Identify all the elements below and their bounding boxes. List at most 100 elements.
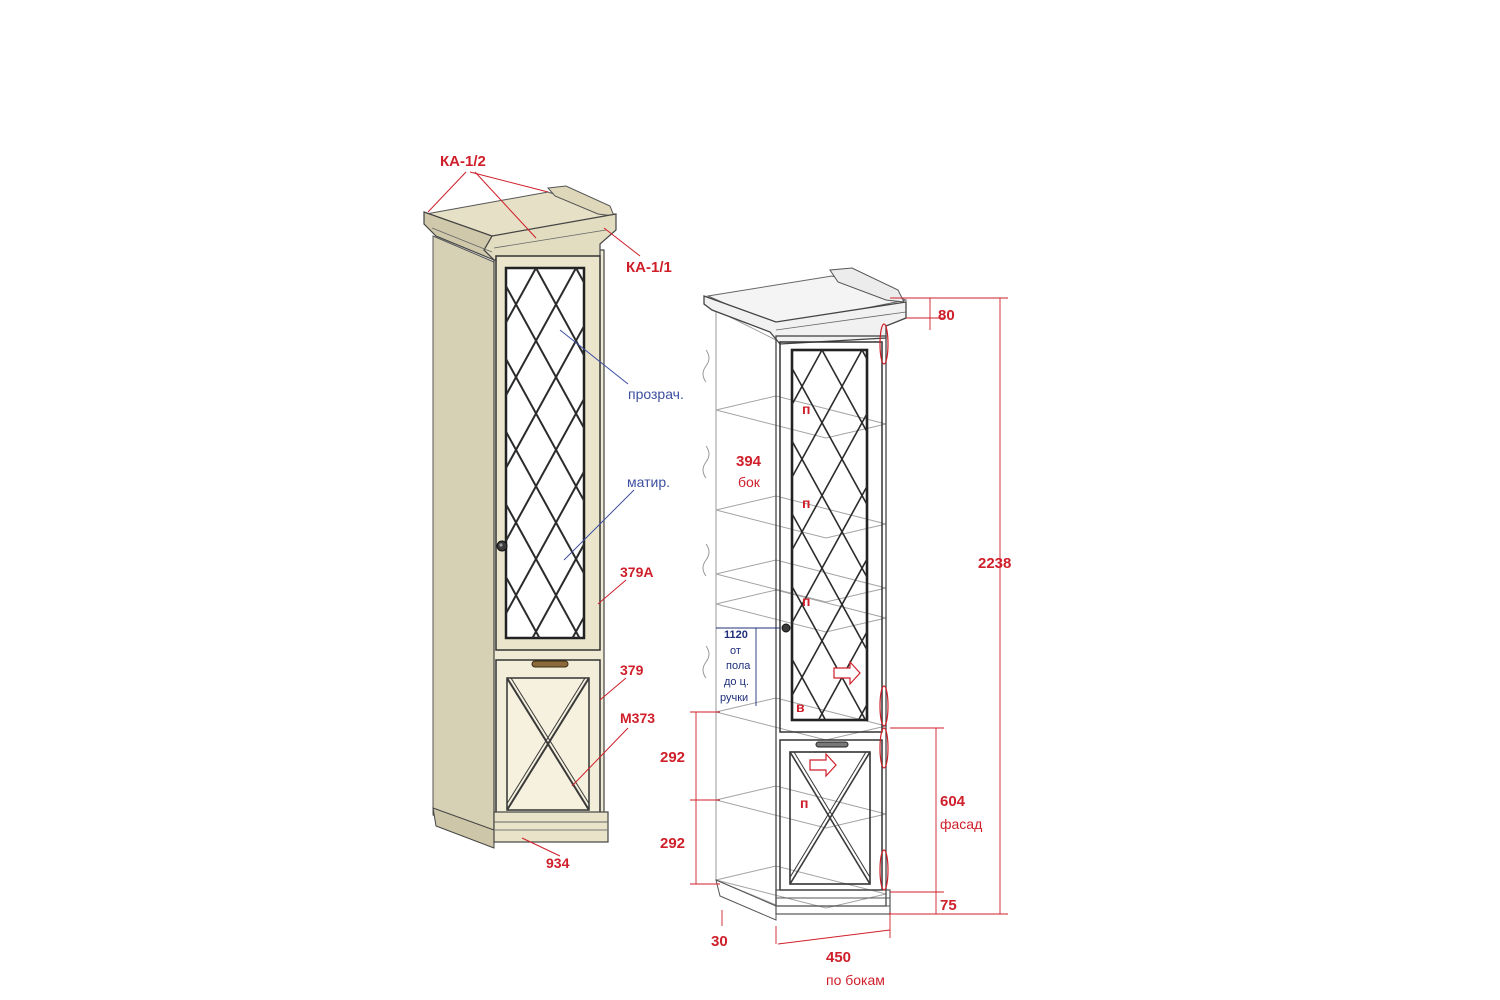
lattice-bar	[1102, 350, 1306, 720]
note-matte-glass: матир.	[627, 474, 670, 490]
x-overlay-wire	[790, 752, 870, 884]
diamond-lattice	[0, 268, 1140, 638]
left-cabinet-view	[0, 185, 1140, 849]
handle-note-line-3: до ц.	[724, 676, 749, 688]
dim-total-height: 2238	[978, 555, 1011, 572]
dim-width-note: по бокам	[826, 972, 885, 988]
dim-plinth-height: 75	[940, 897, 957, 914]
shelf-outline	[715, 589, 887, 633]
shelf-arrows	[809, 660, 861, 778]
lattice-bar	[979, 350, 1183, 720]
lattice-bar	[792, 657, 827, 720]
arrow-mark	[809, 752, 837, 778]
lattice-bar	[506, 469, 584, 616]
dim-shelf-gap-note: бок	[738, 474, 761, 490]
lattice-bar	[506, 356, 584, 503]
callout-lower-door: 379	[620, 662, 644, 678]
lattice-bar	[1222, 350, 1426, 720]
dim-lower-gap-1: 292	[660, 749, 685, 766]
bar-handle	[531, 660, 569, 668]
lattice-bar	[213, 268, 417, 638]
lattice-bar	[792, 557, 867, 698]
dimension-lines	[690, 297, 1008, 945]
lattice-bar	[792, 511, 867, 652]
lattice-bar	[792, 411, 867, 552]
dim-facade-height: 604	[940, 793, 966, 810]
lattice-bar	[582, 350, 786, 720]
arrow-mark	[833, 660, 861, 686]
x-bar	[510, 678, 589, 805]
shelf-outline	[715, 495, 887, 539]
handle-note-line-2: пола	[726, 660, 751, 672]
lattice-bar	[506, 268, 577, 398]
lattice-bar	[53, 268, 257, 638]
lattice-bar	[579, 350, 783, 720]
lattice-bar	[133, 268, 337, 638]
lattice-bar	[982, 350, 1186, 720]
dim-width: 450	[826, 949, 851, 966]
hinge-mark	[879, 323, 889, 365]
lattice-bar	[506, 284, 584, 431]
lattice-bar	[792, 439, 867, 579]
dim-handle-height: 1120	[724, 629, 748, 641]
shelf-outline	[715, 865, 887, 909]
dim-lower-gap-2: 292	[660, 835, 685, 852]
x-bar	[507, 678, 586, 805]
lattice-bar	[1019, 350, 1223, 720]
lattice-bar	[936, 268, 1140, 638]
marker-p: п	[802, 593, 810, 609]
note-transparent-glass: прозрач.	[628, 386, 684, 402]
shelf-outline	[715, 395, 887, 439]
lattice-bar	[176, 268, 380, 638]
bar-handle-wire	[815, 741, 849, 748]
hinge-mark	[879, 727, 889, 769]
lattice-bar	[506, 502, 581, 638]
lattice-bar	[896, 268, 1100, 638]
plinth-side	[432, 807, 495, 849]
lattice-bar	[1182, 350, 1386, 720]
left-callout-leaders	[427, 171, 641, 257]
lattice-bar	[259, 350, 463, 720]
lattice-bar	[1022, 350, 1226, 720]
lattice-bar	[0, 268, 176, 638]
lattice-bar	[1062, 350, 1266, 720]
interior-shelves	[715, 395, 887, 909]
right-cabinet-view	[703, 267, 908, 909]
x-bar	[507, 678, 589, 810]
lattice-bar	[939, 350, 1143, 720]
x-bar	[790, 752, 870, 884]
callout-overlay: М373	[620, 710, 655, 726]
right-glass-door	[219, 341, 1426, 733]
lattice-bar	[173, 268, 377, 638]
lattice-bar	[13, 268, 217, 638]
dim-shelf-gap: 394	[736, 453, 762, 470]
marker-p: п	[802, 495, 810, 511]
lattice-bar	[857, 702, 867, 720]
lattice-bar	[256, 268, 460, 638]
marker-p: п	[802, 401, 810, 417]
lattice-bar	[216, 268, 420, 638]
lattice-bar	[219, 350, 423, 720]
lattice-bar	[253, 268, 457, 638]
x-bar	[793, 752, 870, 879]
dim-foot-height: 30	[711, 933, 728, 950]
lattice-bar	[792, 584, 867, 720]
left-note-leaders	[559, 329, 635, 561]
marker-p: п	[800, 795, 808, 811]
dim-crown-height: 80	[938, 307, 955, 324]
right-plinth	[715, 879, 891, 921]
break-marks	[702, 349, 710, 679]
lattice-bar	[792, 350, 863, 479]
crown-moulding-side	[423, 211, 495, 261]
callout-ka-1-2: КА-1/2	[440, 153, 486, 170]
lattice-bar	[942, 350, 1146, 720]
lattice-bar	[817, 630, 867, 720]
lattice-bar	[902, 350, 1106, 720]
marker-v: в	[796, 699, 805, 715]
lattice-bar	[0, 268, 136, 638]
lattice-bar	[792, 366, 867, 507]
x-bar	[790, 752, 867, 879]
hinge-mark	[879, 849, 889, 891]
hinge-mark	[879, 685, 889, 727]
lattice-bar	[93, 268, 297, 638]
